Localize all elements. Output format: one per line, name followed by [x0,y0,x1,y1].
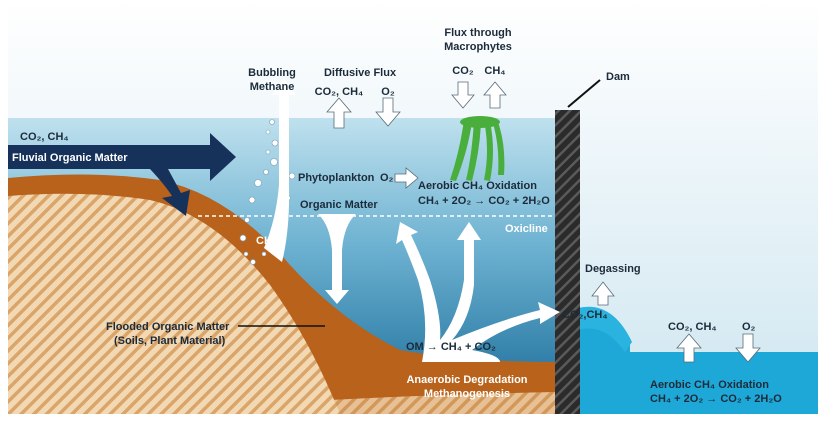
diffusive-down-arrow [375,97,401,127]
methane-bubbles [239,119,296,265]
diffusive-gases-label: CO₂, CH₄ [315,86,364,98]
anaerobic-plume-arrows [396,222,560,362]
bubbling-methane-arrow [264,78,296,262]
degassing-label: Degassing [585,263,641,275]
flooded-label-2: (Soils, Plant Material) [114,335,226,347]
fluvial-down-arrow [150,169,190,216]
diffusive-up-arrow [326,97,352,129]
organic-matter-label: Organic Matter [300,199,378,211]
anaerobic-label-1: Anaerobic Degradation [406,374,527,386]
degassing-arrow [591,281,615,306]
diffusive-o2-label: O₂ [381,86,395,98]
hatched-bottom [330,392,555,414]
dam-label: Dam [606,71,630,83]
phyto-o2-arrow [394,167,419,189]
diffusive-title: Diffusive Flux [324,67,397,79]
dam-wall [555,110,580,414]
aerobic-title-upper: Aerobic CH₄ Oxidation [418,180,537,192]
macrophyte-title-2: Macrophytes [444,41,512,53]
hatched-subsoil [8,193,340,414]
aerobic-eq-upper: CH₄ + 2O₂ → CO₂ + 2H₂O [418,195,550,207]
downstream-down-arrow [735,333,761,363]
downstream-gases-label: CO₂, CH₄ [668,321,717,333]
fluvial-arrow [8,133,236,181]
downstream-o2-label: O₂ [742,321,756,333]
oxicline-label: Oxicline [505,223,548,235]
dam-gases-label: CO₂,CH₄ [562,309,608,321]
flooded-label-1: Flooded Organic Matter [106,321,230,333]
bubbling-label-1: Bubbling [248,67,296,79]
aerobic-title-lower: Aerobic CH₄ Oxidation [650,379,769,391]
bubbling-label-2: Methane [250,81,295,93]
fluvial-om-label: Fluvial Organic Matter [12,152,128,164]
fluvial-gases-label: CO₂, CH₄ [20,131,69,143]
anaerobic-label-2: Methanogenesis [424,388,510,400]
macrophyte-up-arrow [483,81,507,109]
macrophyte-ch4-label: CH₄ [484,65,505,77]
aerobic-eq-lower: CH₄ + 2O₂ → CO₂ + 2H₂O [650,393,782,405]
downstream-up-arrow [676,333,702,363]
macrophyte-down-arrow [451,81,475,109]
macrophytes [450,116,505,181]
macrophyte-title-1: Flux through [444,27,511,39]
downstream-water [580,317,818,414]
organic-matter-arrow [318,214,356,304]
phytoplankton-label: Phytoplankton [298,172,375,184]
dam-leader-line [567,79,601,108]
ch4-bubble-label: CH₄ [256,235,277,247]
spillway-flow [578,306,632,352]
phyto-o2-label: O₂ [380,172,394,184]
macrophyte-co2-label: CO₂ [452,65,474,77]
om-reaction-label: OM → CH₄ + CO₂ [406,341,496,353]
